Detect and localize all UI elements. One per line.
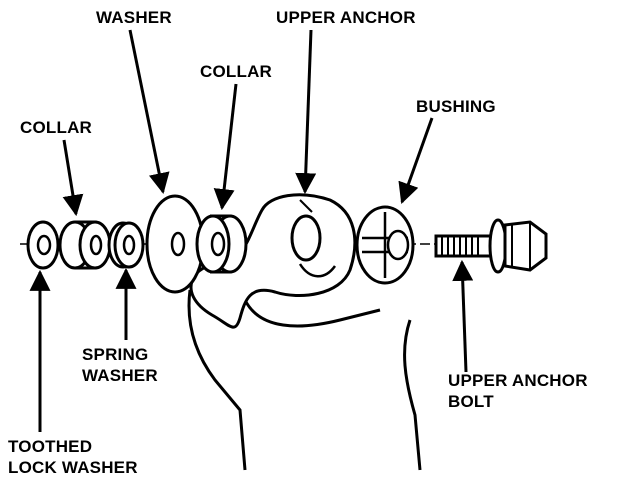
- upper-anchor-plate: [189, 193, 357, 329]
- label-toothed-lock-washer-line1: TOOTHED: [8, 437, 93, 456]
- label-washer: WASHER: [96, 7, 172, 28]
- label-toothed-lock-washer: TOOTHED LOCK WASHER: [8, 436, 138, 478]
- toothed-lock-washer: [26, 220, 60, 270]
- label-collar-right: COLLAR: [200, 61, 272, 82]
- collar-right: [195, 214, 248, 274]
- label-collar-left: COLLAR: [20, 117, 92, 138]
- seat-belt-webbing: [187, 289, 422, 471]
- label-upper-anchor-bolt-line2: BOLT: [448, 392, 494, 411]
- label-spring-washer-line1: SPRING: [82, 345, 149, 364]
- arrow-upper-anchor-bolt: [452, 259, 474, 373]
- collar-left: [58, 220, 112, 270]
- label-toothed-lock-washer-line2: LOCK WASHER: [8, 458, 138, 477]
- label-spring-washer: SPRING WASHER: [82, 344, 158, 386]
- leader-arrows: [29, 29, 474, 432]
- label-upper-anchor-text: UPPER ANCHOR: [276, 8, 416, 27]
- label-upper-anchor-bolt: UPPER ANCHOR BOLT: [448, 370, 588, 412]
- arrow-bushing: [398, 117, 434, 204]
- bushing: [355, 205, 415, 285]
- label-upper-anchor: UPPER ANCHOR: [276, 7, 416, 28]
- upper-anchor-bolt: [434, 218, 548, 274]
- arrow-washer: [128, 29, 170, 195]
- arrow-collar-right: [213, 83, 238, 211]
- label-spring-washer-line2: WASHER: [82, 366, 158, 385]
- label-upper-anchor-bolt-line1: UPPER ANCHOR: [448, 371, 588, 390]
- label-collar-left-text: COLLAR: [20, 118, 93, 137]
- spring-washer: [107, 221, 145, 269]
- label-washer-text: WASHER: [96, 8, 172, 27]
- label-bushing: BUSHING: [416, 96, 496, 117]
- washer: [145, 194, 205, 294]
- label-collar-right-text: COLLAR: [200, 62, 273, 81]
- label-bushing-text: BUSHING: [416, 97, 496, 116]
- arrow-upper-anchor: [295, 29, 317, 195]
- arrow-collar-left: [62, 139, 84, 217]
